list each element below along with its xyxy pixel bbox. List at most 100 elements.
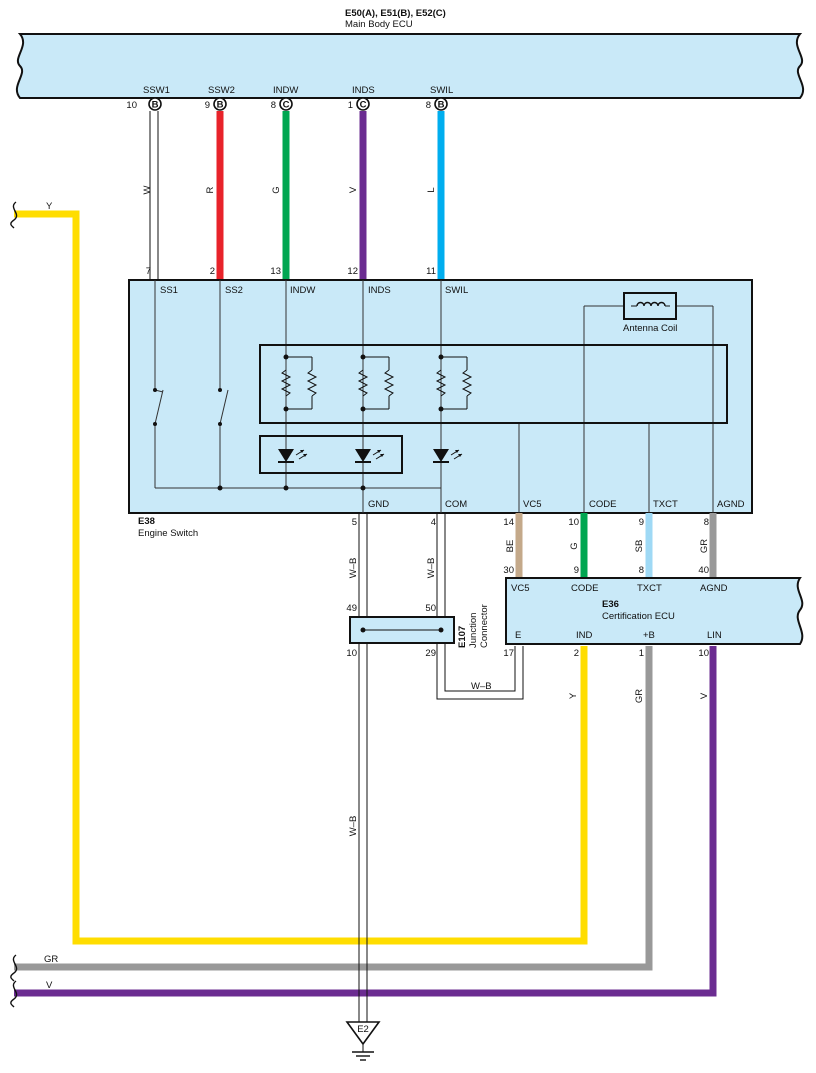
ce-pin-b: +B (643, 630, 655, 641)
main-ecu-box (15, 33, 805, 99)
junction-dot (438, 627, 444, 633)
wire-y-long (14, 210, 588, 945)
wire-v-long (14, 646, 717, 997)
es-pin-agnd: AGND (717, 499, 745, 510)
es-pin-txct: TXCT (653, 499, 678, 510)
jc-pin-50: 50 (425, 603, 436, 614)
connector-circle-b-1: B (148, 97, 162, 111)
es-pin-num-13: 13 (270, 266, 281, 277)
ce-pin-agnd: AGND (700, 583, 728, 594)
connector-circle-c-2: C (356, 97, 370, 111)
wire-code-w: W (142, 185, 153, 194)
engine-switch-code: E38 (138, 516, 155, 527)
es-pin-num-8: 8 (704, 517, 709, 528)
es-pin-num-9: 9 (639, 517, 644, 528)
wire-code-g-mid: G (569, 542, 580, 549)
main-ecu-connectors: E50(A), E51(B), E52(C) (345, 8, 446, 19)
junction-dot (360, 627, 366, 633)
svg-text:B: B (152, 100, 159, 111)
es-pin-inds: INDS (368, 285, 391, 296)
es-pin-vc5: VC5 (523, 499, 541, 510)
ce-pin-txct: TXCT (637, 583, 662, 594)
es-pin-indw: INDW (290, 285, 315, 296)
jc-pin-49: 49 (346, 603, 357, 614)
wire-code-gr-bottom: GR (634, 689, 645, 703)
wire-code-wb-3: W–B (471, 681, 492, 692)
es-pin-num-7: 7 (146, 266, 151, 277)
es-pin-ss2: SS2 (225, 285, 243, 296)
svg-text:B: B (217, 100, 224, 111)
wire-break-gr (10, 954, 18, 982)
pin-num-ssw1: 10 (126, 100, 137, 111)
wire-wb-com (436, 513, 524, 700)
wire-code-g: G (271, 186, 282, 193)
resistor-dots (283, 354, 444, 412)
ce-pin-ind: IND (576, 630, 593, 641)
ce-pin-e: E (515, 630, 521, 641)
antenna-coil-label: Antenna Coil (623, 323, 677, 334)
junction-dot (283, 485, 289, 491)
es-pin-num-4: 4 (431, 517, 436, 528)
wire-code-r: R (205, 186, 216, 193)
wire-code-v: V (348, 186, 359, 193)
pin-name-indw: INDW (273, 85, 298, 96)
pin-name-ssw2: SSW2 (208, 85, 235, 96)
ce-pin-num-30: 30 (503, 565, 514, 576)
engine-switch-name: Engine Switch (138, 528, 198, 539)
cert-ecu-code: E36 (602, 599, 619, 610)
main-ecu-name: Main Body ECU (345, 19, 413, 30)
resistor-block (259, 344, 728, 424)
ce-pin-num-9: 9 (574, 565, 579, 576)
jc-pin-29: 29 (425, 648, 436, 659)
ground-icon (345, 1021, 381, 1061)
pin-name-inds: INDS (352, 85, 375, 96)
pin-num-swil: 8 (426, 100, 431, 111)
switch-contact-dot (218, 422, 222, 426)
ce-pin-code: CODE (571, 583, 598, 594)
junction-code: E107 (457, 626, 468, 648)
connector-circle-b-2: B (213, 97, 227, 111)
svg-text:B: B (438, 100, 445, 111)
es-pin-com: COM (445, 499, 467, 510)
ce-pin-num-17: 17 (503, 648, 514, 659)
antenna-coil-icon (623, 292, 677, 320)
es-pin-num-14: 14 (503, 517, 514, 528)
jc-pin-10: 10 (346, 648, 357, 659)
wire-code-wb-4: W–B (348, 816, 359, 837)
ce-pin-lin: LIN (707, 630, 722, 641)
wire-break-y (10, 201, 18, 229)
wire-code-wb-2: W–B (426, 558, 437, 579)
cert-ecu-box (505, 577, 804, 645)
junction-dot (217, 485, 223, 491)
led-icon (355, 449, 385, 463)
es-pin-num-10: 10 (568, 517, 579, 528)
led-block (259, 435, 403, 474)
ce-pin-num-10: 10 (698, 648, 709, 659)
wire-wb-gnd (358, 513, 368, 1022)
led-icon (433, 449, 463, 463)
wire-w (149, 111, 159, 280)
pin-num-inds: 1 (348, 100, 353, 111)
pin-num-ssw2: 9 (205, 100, 210, 111)
wire-code-gr-mid: GR (699, 539, 710, 553)
es-pin-num-12: 12 (347, 266, 358, 277)
wire-code-y-bottom: Y (568, 692, 579, 699)
ce-pin-num-40: 40 (698, 565, 709, 576)
svg-text:C: C (360, 100, 367, 111)
wire-break-v (10, 980, 18, 1008)
es-pin-num-11: 11 (426, 266, 436, 277)
es-pin-ss1: SS1 (160, 285, 178, 296)
connector-circle-c-1: C (279, 97, 293, 111)
left-wire-code-v: V (46, 980, 53, 991)
ce-pin-num-8: 8 (639, 565, 644, 576)
switch-contact-dot (218, 388, 222, 392)
ce-pin-vc5: VC5 (511, 583, 529, 594)
cert-ecu-name: Certification ECU (602, 611, 675, 622)
switch-contact-dot (153, 388, 157, 392)
ground-label: E2 (357, 1024, 369, 1035)
ce-pin-num-2: 2 (574, 648, 579, 659)
connector-circle-b-3: B (434, 97, 448, 111)
wire-code-be: BE (505, 540, 516, 553)
es-pin-num-5: 5 (352, 517, 357, 528)
